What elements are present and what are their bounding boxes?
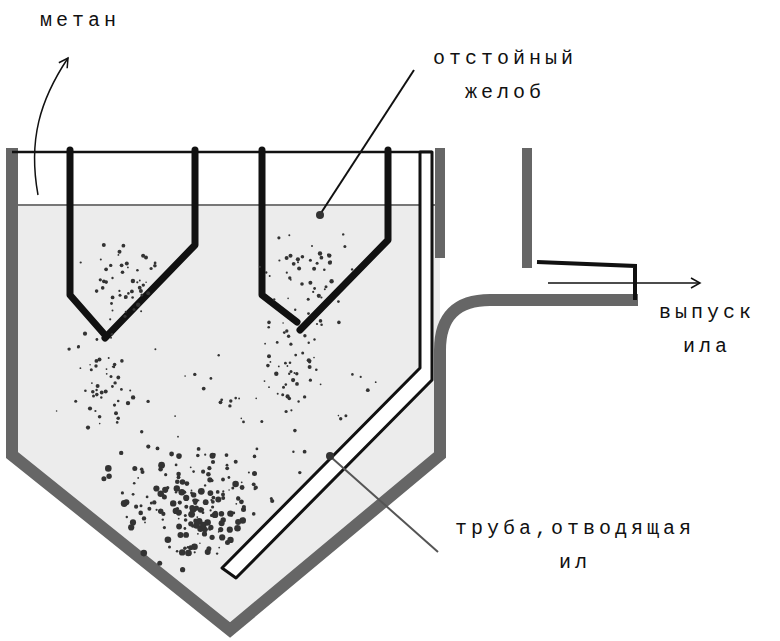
leader-dot: [326, 452, 334, 460]
part-label: выпуск ила: [648, 296, 766, 364]
part-label: метан: [30, 4, 130, 38]
tank-wall: [435, 148, 445, 258]
outlet-arrow: [548, 282, 700, 284]
outlet-wall: [522, 148, 532, 268]
leader-line: [332, 458, 438, 552]
settling-trough: [262, 150, 388, 330]
sludge-particles: [56, 233, 377, 572]
part-label: отстойный желоб: [420, 42, 590, 110]
part-label: труба,отводящая ил: [440, 512, 710, 580]
outlet-pipe: [537, 262, 635, 300]
tank-wall: [12, 148, 638, 630]
leader-line: [321, 70, 414, 213]
water-level: [12, 204, 440, 206]
settling-trough: [70, 150, 195, 338]
cover-line: [12, 151, 432, 154]
leader-dot: [316, 211, 324, 219]
sludge-pipe: [222, 152, 432, 578]
methane-arrow: [35, 58, 68, 195]
